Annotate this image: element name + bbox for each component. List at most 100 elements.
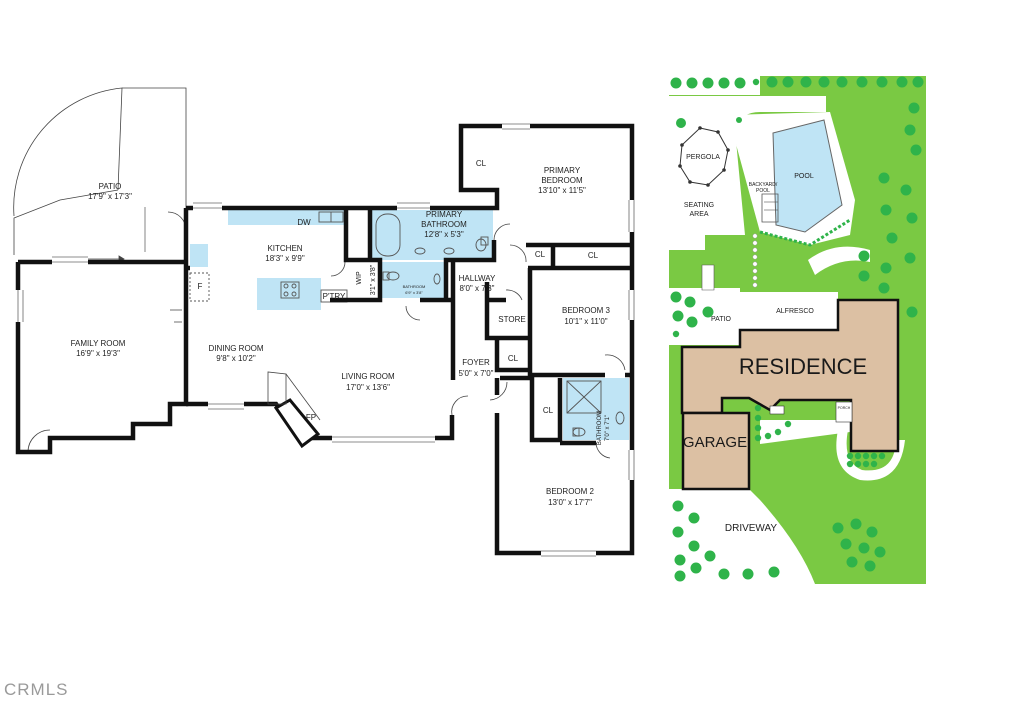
label-residence: RESIDENCE xyxy=(739,354,867,379)
sink-icon xyxy=(615,411,625,425)
kitchen-island xyxy=(257,278,321,310)
cooktop-icon xyxy=(280,281,300,299)
room-name-primary-bathroom-2: BATHROOM xyxy=(421,220,467,229)
label-driveway: DRIVEWAY xyxy=(725,523,778,534)
door-arc xyxy=(170,309,182,323)
label-closet: CL xyxy=(476,159,487,168)
site-plan: PERGOLA SEATING AREA POOL BACKYARD/ POOL… xyxy=(669,76,926,584)
door-arc xyxy=(604,354,626,371)
label-porch: PORCH xyxy=(838,406,851,410)
room-name-living-room: LIVING ROOM xyxy=(341,372,395,381)
label-fireplace: FP xyxy=(306,413,316,422)
room-dims-primary-bedroom: 13'10" x 11'5" xyxy=(538,186,586,195)
label-alfresco: ALFRESCO xyxy=(776,308,814,315)
fridge-icon xyxy=(189,272,210,302)
room-name-primary-bedroom-1: PRIMARY xyxy=(544,166,581,175)
room-dims-hallway: 8'0" x 7'3" xyxy=(460,284,495,293)
label-wip-dims: 3'1" x 3'8" xyxy=(370,264,377,295)
driveway-paving xyxy=(669,489,815,584)
room-name-family-room: FAMILY ROOM xyxy=(71,339,126,348)
sink-icon xyxy=(443,247,455,255)
room-dims-hall-bathroom: 6'9" x 3'8" xyxy=(405,290,423,295)
pool-shape xyxy=(772,119,843,233)
kitchen-side-counter xyxy=(190,244,208,267)
label-dishwasher: DW xyxy=(297,218,311,227)
room-dims-bedroom-2: 13'0" x 17'7" xyxy=(548,498,592,507)
toilet-icon xyxy=(572,427,586,437)
room-dims-bathroom: 7'0" x 7'1" xyxy=(605,415,611,441)
label-closet: CL xyxy=(535,250,546,259)
room-name-hall-bathroom: BATHROOM xyxy=(403,284,426,289)
entry-path xyxy=(836,430,905,481)
room-dims-bedroom-3: 10'1" x 11'0" xyxy=(564,317,607,326)
door-arc xyxy=(167,211,187,231)
room-name-bathroom: BATHROOM xyxy=(597,411,603,445)
patio-outline xyxy=(13,189,119,255)
windows xyxy=(17,123,635,557)
label-pantry: P'TRY xyxy=(323,292,346,301)
pool-steps xyxy=(761,193,779,223)
floor-plan: PATIO 17'9" x 17'3" KITCHEN 18'3" x 9'9"… xyxy=(13,87,635,557)
shower-icon xyxy=(566,380,602,414)
room-dims-kitchen: 18'3" x 9'9" xyxy=(265,254,305,263)
room-name-hallway: HALLWAY xyxy=(459,274,496,283)
label-wip: WIP xyxy=(356,271,363,285)
room-dims-primary-bathroom: 12'8" x 5'3" xyxy=(424,230,464,239)
label-pool: POOL xyxy=(794,173,814,180)
sink-icon xyxy=(414,247,426,255)
room-labels: PATIO 17'9" x 17'3" KITCHEN 18'3" x 9'9"… xyxy=(71,159,611,507)
patio-outline xyxy=(122,87,187,208)
toilet-icon xyxy=(475,236,489,252)
stepping-stones xyxy=(752,233,758,288)
residence-footprint xyxy=(680,298,900,453)
door-arc xyxy=(451,395,469,416)
site-labels: PERGOLA SEATING AREA POOL BACKYARD/ POOL… xyxy=(683,154,867,534)
label-seating-2: AREA xyxy=(689,211,708,218)
door-arc xyxy=(27,429,51,453)
label-pergola: PERGOLA xyxy=(686,154,720,161)
walls xyxy=(15,123,635,556)
door-arc xyxy=(493,223,511,241)
label-patio: PATIO xyxy=(711,316,732,323)
label-closet: CL xyxy=(508,354,519,363)
bathtub-icon xyxy=(375,213,401,257)
label-closet: CL xyxy=(543,406,554,415)
door-arc xyxy=(330,261,346,277)
room-name-bedroom-3: BEDROOM 3 xyxy=(562,306,611,315)
patio-paving xyxy=(669,288,838,345)
door-arc xyxy=(489,381,508,401)
door-arc xyxy=(405,305,421,321)
doors xyxy=(13,87,626,459)
label-backyard-1: BACKYARD/ xyxy=(749,182,778,188)
sink-icon xyxy=(433,273,441,285)
room-name-bedroom-2: BEDROOM 2 xyxy=(546,487,595,496)
door-arc xyxy=(595,442,611,459)
label-garage: GARAGE xyxy=(683,434,747,451)
toilet-icon xyxy=(382,271,400,281)
room-name-patio: PATIO xyxy=(99,182,122,191)
label-closet: CL xyxy=(588,251,599,260)
room-dims-living-room: 17'0" x 13'6" xyxy=(346,383,390,392)
room-name-foyer: FOYER xyxy=(462,358,490,367)
room-dims-family-room: 16'9" x 19'3" xyxy=(76,349,120,358)
room-name-primary-bedroom-2: BEDROOM xyxy=(541,176,583,185)
room-dims-dining-room: 9'8" x 10'2" xyxy=(216,354,256,363)
label-backyard-2: POOL xyxy=(756,188,770,194)
label-fridge: F xyxy=(198,282,203,291)
room-name-primary-bathroom-1: PRIMARY xyxy=(426,210,463,219)
patio-arc xyxy=(13,87,123,217)
fireplace-shape xyxy=(273,398,321,449)
door-arc xyxy=(509,244,527,263)
room-dims-foyer: 5'0" x 7'0" xyxy=(459,369,494,378)
room-name-dining-room: DINING ROOM xyxy=(208,344,263,353)
kitchen-counter xyxy=(228,207,346,225)
porch-box xyxy=(835,401,853,423)
door-arc xyxy=(505,289,523,301)
label-store: STORE xyxy=(498,315,525,324)
room-name-kitchen: KITCHEN xyxy=(267,244,302,253)
primary-bathroom-area xyxy=(371,210,493,260)
room-dims-patio: 17'9" x 17'3" xyxy=(88,192,132,201)
watermark: CRMLS xyxy=(4,680,69,699)
garage-footprint xyxy=(681,411,751,491)
